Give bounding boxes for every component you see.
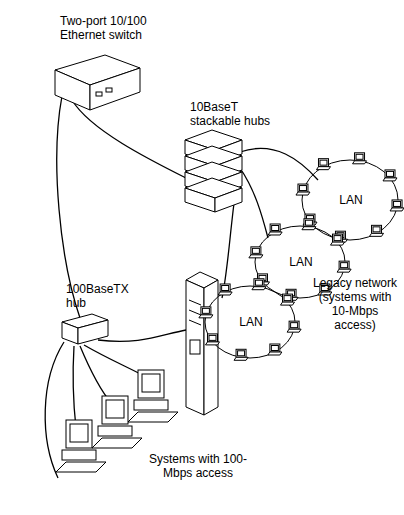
drawing-stroke [268, 352, 282, 355]
keyboard [56, 462, 106, 472]
computer-icon [304, 219, 314, 227]
drawing-stroke [316, 167, 330, 170]
cables [45, 96, 318, 478]
drawing-stroke [394, 201, 401, 206]
drawing-stroke [271, 346, 278, 351]
lan-rings [199, 153, 404, 360]
drawing-stroke [334, 236, 341, 241]
drawing-stroke [202, 308, 209, 313]
drawing-stroke [284, 296, 291, 301]
drawing-stroke [252, 248, 259, 253]
drawing-stroke [370, 233, 384, 236]
computer-icon [254, 279, 264, 287]
computer-icon [283, 294, 293, 302]
computer-icon [392, 200, 402, 208]
drawing-stroke [373, 227, 380, 232]
drawing-stroke [268, 232, 282, 235]
device-label: 10BaseT stackable hubs [190, 100, 280, 128]
hub-unit [185, 188, 215, 212]
drawing-stroke [106, 400, 124, 418]
drawing-stroke [291, 323, 298, 328]
drawing-stroke [252, 287, 266, 290]
computer-icon [385, 170, 395, 178]
lan-label: LAN [286, 255, 316, 269]
ethernet-switch [55, 55, 140, 110]
computer-icon [289, 321, 299, 329]
computer-icon [207, 334, 217, 342]
drawing-stroke [70, 424, 88, 442]
drawing-stroke [255, 280, 262, 285]
drawing-stroke [341, 263, 348, 268]
monitor [102, 396, 128, 424]
lan-label: LAN [236, 315, 266, 329]
drawing-stroke [142, 374, 160, 392]
device-label: 100BaseTX hub [66, 282, 136, 310]
drawing-stroke [218, 292, 232, 295]
drawing-stroke [305, 220, 312, 225]
stackable-hubs [185, 130, 242, 212]
computer-icon [236, 349, 246, 357]
drawing-stroke [222, 285, 229, 290]
drawing-stroke [272, 225, 279, 230]
device-label: Two-port 10/100 Ethernet switch [60, 14, 160, 42]
computer-icon [333, 234, 343, 242]
keyboard [128, 412, 178, 422]
computer-icon [251, 247, 261, 255]
drawing-stroke [205, 342, 219, 345]
lan-label: LAN [336, 193, 366, 207]
drawing-stroke [331, 242, 345, 245]
system-unit [98, 426, 132, 436]
lan-ring [205, 286, 295, 358]
keyboard [92, 438, 142, 448]
drawing-stroke [296, 192, 310, 195]
system-unit [62, 450, 96, 460]
drawing-stroke [299, 186, 306, 191]
drawing-stroke [356, 154, 363, 159]
drawing-stroke [249, 255, 263, 258]
drawing-stroke [287, 329, 301, 332]
drawing-stroke [390, 208, 404, 211]
computer-icon [270, 344, 280, 352]
computer-icon [355, 153, 365, 161]
monitor [66, 420, 92, 448]
drawing-stroke [209, 335, 216, 340]
drawing-stroke [383, 178, 397, 181]
network-label: Legacy network (systems with 10-Mbps acc… [310, 276, 400, 332]
drawing-stroke [238, 351, 245, 356]
drawing-stroke [337, 269, 351, 272]
drawing-stroke [353, 161, 367, 164]
drawing-stroke [281, 302, 295, 305]
group-label: Systems with 100-Mbps access [148, 452, 248, 480]
drawing-stroke [387, 171, 394, 176]
drawing-stroke [302, 227, 316, 230]
computer-icon [372, 225, 382, 233]
drawing-stroke [234, 357, 248, 360]
computer-icon [201, 307, 211, 315]
computer-icon [318, 159, 328, 167]
fast-ethernet-hub [62, 314, 108, 344]
computer-icon [220, 284, 230, 292]
drawing-stroke [320, 160, 327, 165]
hub-unit [215, 188, 242, 212]
computer-icon [339, 261, 349, 269]
computer-icon [270, 224, 280, 232]
monitor [138, 370, 164, 398]
computer-icon [298, 184, 308, 192]
drawing-stroke [199, 315, 213, 318]
system-unit [134, 400, 168, 410]
